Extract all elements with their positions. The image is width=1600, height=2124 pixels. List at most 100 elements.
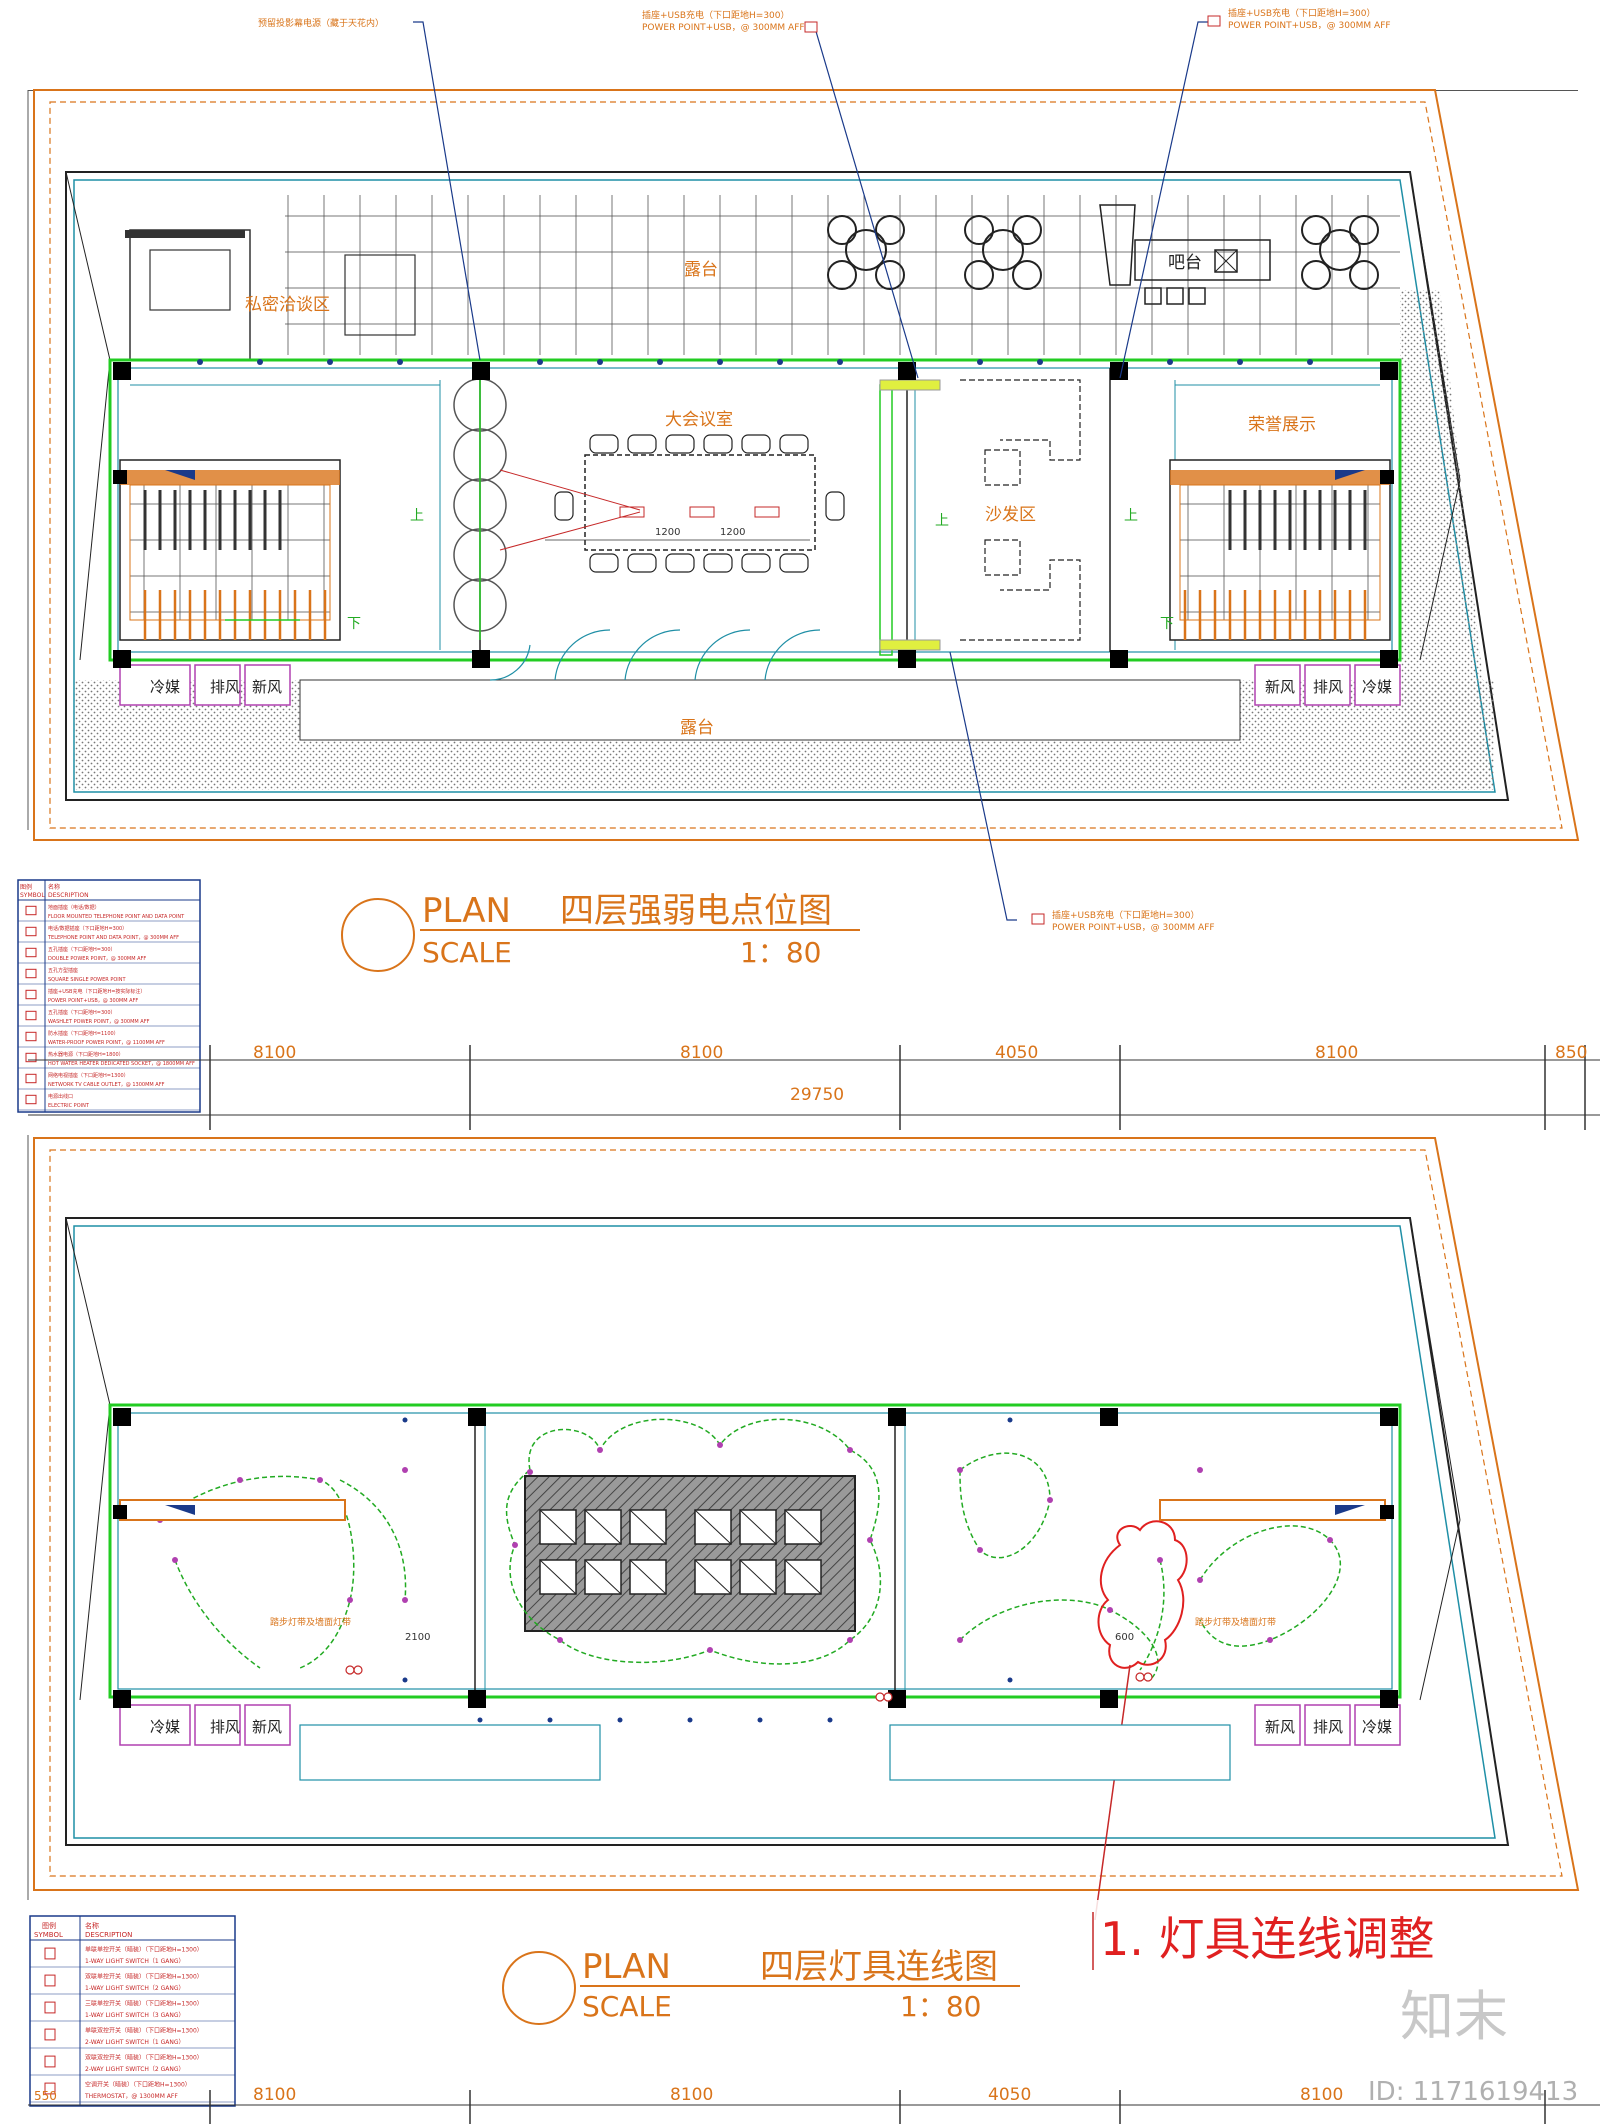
legend1-row-en: ELECTRIC POINT	[48, 1103, 90, 1109]
callout-projector: 预留投影幕电源（藏于天花内）	[258, 17, 384, 29]
site-boundary	[33, 89, 1580, 841]
dimension-strip-2: 8100 8100 4050 8100 550	[28, 2085, 1600, 2124]
label-down-1: 下	[347, 616, 361, 632]
legend2-symbol-icon	[44, 2028, 56, 2041]
legend1-row-cn: 五孔方型插座	[48, 967, 78, 974]
cafe-table-group	[827, 215, 1379, 290]
legend2-row-en: 2-WAY LIGHT SWITCH（2 GANG）	[85, 2066, 185, 2073]
plan1-title-ratio: 1：80	[740, 936, 821, 969]
label-up-1: 上	[410, 508, 424, 524]
legend1-row-cn: 防水插座（下口距地H=1100）	[48, 1030, 119, 1037]
label-fresh-r: 新风	[1265, 678, 1295, 696]
dim1-b: 8100	[680, 1043, 723, 1063]
label-down-2: 下	[1160, 616, 1174, 632]
legend1-head-cn1: 图例	[20, 883, 32, 891]
legend1-row-cn: 五孔插座（下口距地H=300）	[48, 1009, 116, 1016]
dim1-total: 29750	[790, 1085, 844, 1105]
label-terrace-bottom: 露台	[680, 718, 714, 738]
label-up-3: 上	[1124, 508, 1138, 524]
legend2-row-cn: 单联单控开关（暗装）（下口距地H=1300）	[85, 1945, 203, 1953]
legend1-row-cn: 插座+USB充电（下口距地H=按实际标注）	[48, 988, 145, 995]
dim2-b: 8100	[670, 2085, 713, 2105]
legend2-head-cn1: 图例	[42, 1921, 56, 1930]
callout-usb-3-cn: 插座+USB充电（下口距地H=300）	[1052, 909, 1200, 921]
label2-coolant-l: 冷媒	[150, 1718, 180, 1736]
label-honor: 荣誉展示	[1248, 415, 1316, 435]
dim1-d: 8100	[1315, 1043, 1358, 1063]
legend2-head-sym: SYMBOL	[34, 1931, 63, 1939]
dim2-c: 4050	[988, 2085, 1031, 2105]
legend1-row-en: WASHLET POWER POINT，@ 300MM AFF	[48, 1019, 150, 1025]
legend2-symbol-icon	[44, 1974, 56, 1987]
legend2-row-en: 1-WAY LIGHT SWITCH（3 GANG）	[85, 2012, 185, 2019]
label2-fresh-r: 新风	[1265, 1718, 1295, 1736]
label2-exhaust-r: 排风	[1313, 1718, 1343, 1736]
dim2-a: 8100	[253, 2085, 296, 2105]
legend1-head-sym: SYMBOL	[20, 892, 45, 899]
annotation-text: 1. 灯具连线调整	[1100, 1912, 1435, 1966]
terrace-dots-right	[1400, 290, 1495, 790]
ceiling-grid	[524, 1475, 856, 1632]
plan2-title: PLAN SCALE 四层灯具连线图 1：80	[502, 1947, 1020, 2025]
plan1-legend: 图例 SYMBOL 名称 DESCRIPTION 地面插座（电话/数据） FLOO…	[17, 879, 201, 1113]
watermark-brand: 知末	[1400, 1985, 1508, 2048]
legend1-row-en: HOT WATER HEATER DEDICATED SOCKET，@ 1800…	[48, 1061, 195, 1067]
label2-coolant-r: 冷媒	[1362, 1718, 1392, 1736]
legend1-row-cn: 电话/数据插座（下口距地H=300）	[48, 925, 127, 932]
label-sofa: 沙发区	[985, 505, 1036, 525]
legend2-row-cn: 双联单控开关（暗装）（下口距地H=1300）	[85, 1972, 203, 1980]
label-private: 私密洽谈区	[245, 295, 330, 315]
legend1-symbol-icon	[25, 968, 37, 979]
legend1-symbol-icon	[25, 947, 37, 958]
legend2-row-en: 2-WAY LIGHT SWITCH（1 GANG）	[85, 2039, 185, 2046]
label-up-2: 上	[935, 513, 949, 529]
legend1-symbol-icon	[25, 1010, 37, 1021]
legend1-row-en: POWER POINT+USB，@ 300MM AFF	[48, 998, 138, 1004]
watermark: 知末 ID: 1171619413	[1368, 1985, 1578, 2107]
legend1-row-en: WATER-PROOF POWER POINT，@ 1100MM AFF	[48, 1040, 165, 1046]
dim1-e: 850	[1555, 1043, 1587, 1063]
label2-exhaust-l: 排风	[210, 1718, 240, 1736]
label-coolant-r: 冷媒	[1362, 678, 1392, 696]
dim1-c: 4050	[995, 1043, 1038, 1063]
callout-usb-1-cn: 插座+USB充电（下口距地H=300）	[642, 9, 790, 21]
label-fresh-l: 新风	[252, 678, 282, 696]
plan1-electrical	[27, 15, 1580, 925]
label-strip-right: 踏步灯带及墙面灯带	[1195, 1616, 1276, 1628]
inner-dim-2: 1200	[720, 527, 745, 538]
plan2-title-plan: PLAN	[582, 1947, 671, 1987]
legend2-symbol-icon	[44, 2001, 56, 2014]
staircase-right	[1169, 459, 1391, 641]
label-bar: 吧台	[1168, 253, 1202, 273]
legend2-row-cn: 双联双控开关（暗装）（下口距地H=1300）	[85, 2053, 203, 2061]
dimension-strip-1: 8100 8100 4050 8100 850 29750	[28, 1043, 1600, 1130]
legend2-row-en: 1-WAY LIGHT SWITCH（2 GANG）	[85, 1985, 185, 1992]
label-exhaust-l: 排风	[210, 678, 240, 696]
staircase-left	[119, 459, 341, 641]
plan2-title-ratio: 1：80	[900, 1990, 981, 2023]
legend2-row-en: 1-WAY LIGHT SWITCH（1 GANG）	[85, 1958, 185, 1965]
legend2-head-desc: DESCRIPTION	[85, 1931, 132, 1939]
legend1-symbol-icon	[25, 1073, 37, 1084]
plan1-title-plan: PLAN	[422, 891, 511, 931]
watermark-id: ID: 1171619413	[1368, 2077, 1578, 2107]
inner-dim-1: 1200	[655, 527, 680, 538]
label-coolant-l: 冷媒	[150, 678, 180, 696]
legend1-symbol-icon	[25, 989, 37, 1000]
label2-fresh-l: 新风	[252, 1718, 282, 1736]
legend1-symbol-icon	[25, 905, 37, 916]
legend1-row-en: SQUARE SINGLE POWER POINT	[48, 977, 126, 983]
plan2-lighting	[27, 1135, 1580, 1921]
legend1-row-en: DOUBLE POWER POINT，@ 300MM AFF	[48, 956, 146, 962]
legend1-head-cn2: 名称	[48, 883, 60, 891]
callout-usb-2-cn: 插座+USB充电（下口距地H=300）	[1228, 7, 1376, 19]
label-exhaust-r: 排风	[1313, 678, 1343, 696]
dim2-edge: 550	[34, 2089, 57, 2103]
legend1-head-desc: DESCRIPTION	[48, 892, 89, 899]
legend1-row-en: FLOOR MOUNTED TELEPHONE POINT AND DATA P…	[48, 914, 185, 920]
legend1-symbol-icon	[25, 1031, 37, 1042]
legend1-row-cn: 地面插座（电话/数据）	[48, 904, 100, 911]
legend2-head-cn2: 名称	[85, 1921, 99, 1930]
legend2-row-cn: 三联单控开关（暗装）（下口距地H=1300）	[85, 1999, 203, 2007]
